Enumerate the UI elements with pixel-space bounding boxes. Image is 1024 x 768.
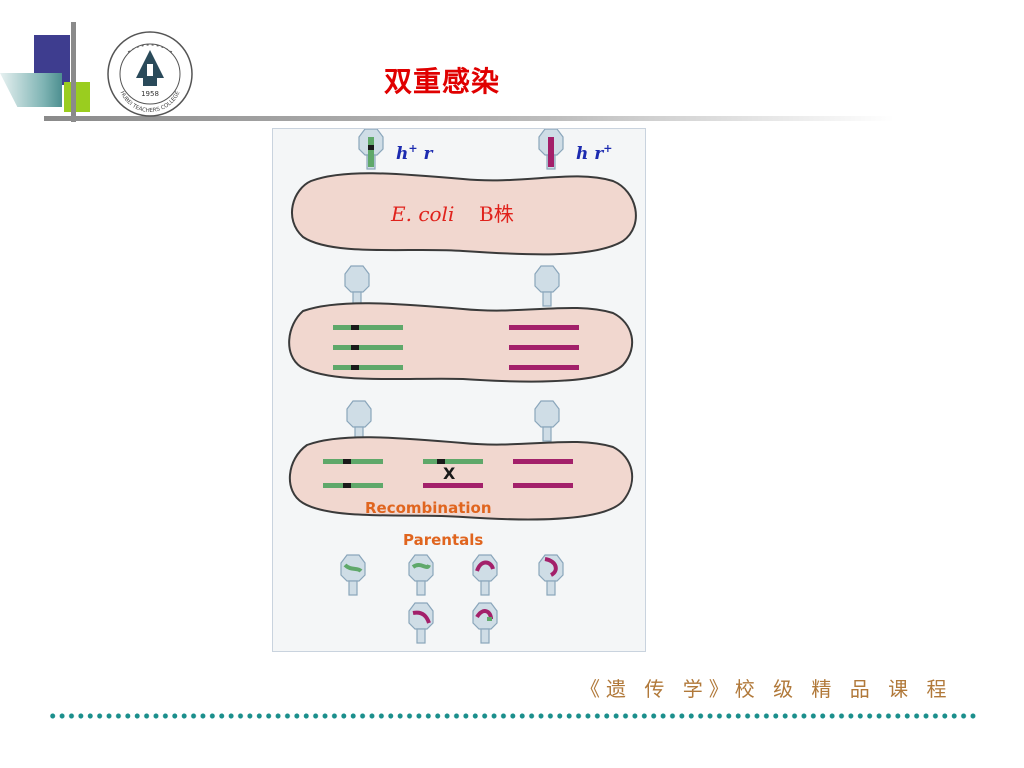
logo-year: 1958 xyxy=(141,90,159,98)
header-accent-teal-bar xyxy=(0,73,62,107)
stage-progeny: Parentals xyxy=(340,531,564,644)
double-infection-diagram: h+ r h r+ E. coli B株 xyxy=(272,128,646,652)
phage-left-genotype-label: h+ r xyxy=(396,142,434,164)
course-footer-label: 《遗 传 学》校 级 精 品 课 程 xyxy=(580,677,953,701)
header-horizontal-rule xyxy=(44,116,894,121)
stage-replication xyxy=(288,265,633,383)
hr-plus-copies xyxy=(333,325,403,370)
phage-h-plus-r xyxy=(538,129,564,170)
recombination-label: Recombination xyxy=(365,499,492,517)
phage-right-genotype-label: h r+ xyxy=(576,142,612,164)
stage-adsorption: h+ r h r+ E. coli B株 xyxy=(291,129,637,256)
ecoli-cell-2 xyxy=(288,302,633,383)
footer-dotted-divider xyxy=(48,712,978,720)
college-seal-logo: 1958 HUBEI TEACHERS COLLEGE xyxy=(107,31,193,117)
header-vertical-rule xyxy=(71,22,76,122)
cell-species-label: E. coli xyxy=(390,202,454,226)
ecoli-cell-3 xyxy=(288,436,633,521)
slide-title: 双重感染 xyxy=(384,65,501,98)
stage-recombination: X Recombination xyxy=(288,400,633,521)
h-plus-r-copies xyxy=(509,325,579,370)
parentals-label: Parentals xyxy=(403,531,483,549)
ecoli-cell-1 xyxy=(291,172,637,256)
header-accent-green-square xyxy=(64,82,90,112)
crossover-mark: X xyxy=(443,464,456,483)
phage-hr-plus xyxy=(358,129,384,170)
cell-strain-label: B株 xyxy=(479,202,514,226)
